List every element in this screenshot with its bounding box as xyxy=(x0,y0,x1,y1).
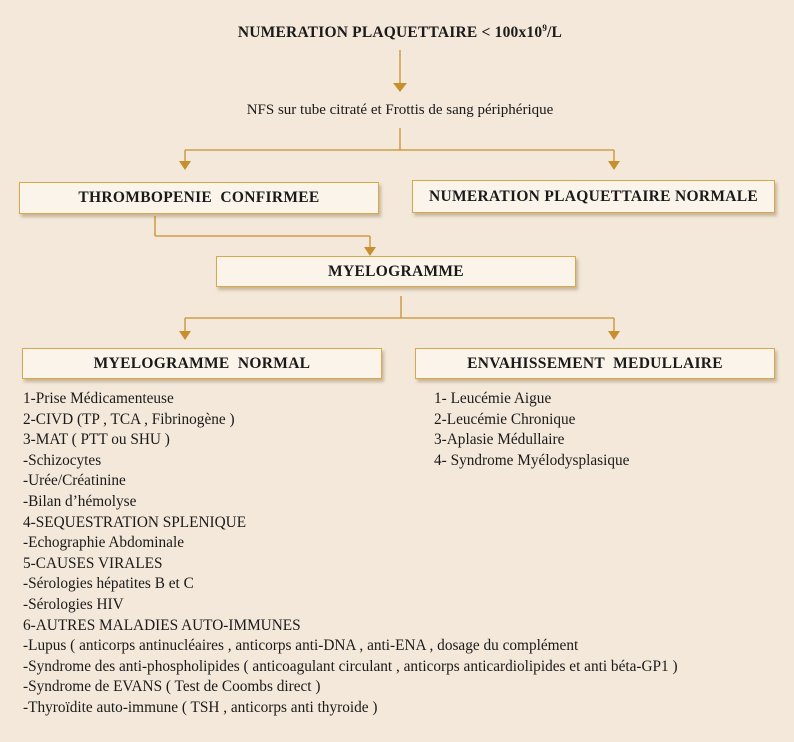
list-item: 4- Syndrome Myélodysplasique xyxy=(434,451,630,469)
list-item: -Sérologies HIV xyxy=(23,595,124,613)
list-item: 2-CIVD (TP , TCA , Fibrinogène ) xyxy=(23,410,235,428)
list-item: 4-SEQUESTRATION SPLENIQUE xyxy=(23,513,247,531)
arrowhead-left-2 xyxy=(179,331,191,340)
right-causes-list: 1- Leucémie Aigue 2-Leucémie Chronique 3… xyxy=(434,389,629,471)
list-item: -Syndrome de EVANS ( Test de Coombs dire… xyxy=(23,678,321,696)
diagram-title: NUMERATION PLAQUETTAIRE < 100x109/L xyxy=(0,23,794,42)
title-main: NUMERATION PLAQUETTAIRE < 100x10 xyxy=(237,24,543,42)
list-item: -Urée/Créatinine xyxy=(23,472,126,490)
list-item: -Echographie Abdominale xyxy=(23,534,184,552)
box-myelogramme: MYELOGRAMME xyxy=(216,256,576,287)
arrowhead-right-1 xyxy=(608,161,620,170)
list-item: 6-AUTRES MALADIES AUTO-IMMUNES xyxy=(23,616,301,634)
left-causes-list: 1-Prise Médicamenteuse 2-CIVD (TP , TCA … xyxy=(23,389,678,719)
arrowhead-right-2 xyxy=(608,331,620,340)
list-item: 5-CAUSES VIRALES xyxy=(23,554,163,572)
list-item: -Thyroïdite auto-immune ( TSH , anticorp… xyxy=(23,698,378,716)
arrowhead-title xyxy=(393,83,407,92)
list-item: -Schizocytes xyxy=(23,451,102,469)
title-unit: /L xyxy=(547,24,563,42)
title-exponent: 9 xyxy=(542,23,548,33)
list-item: 3-MAT ( PTT ou SHU ) xyxy=(23,431,170,449)
list-item: 3-Aplasie Médullaire xyxy=(434,431,565,449)
diagram-subtitle: NFS sur tube citraté et Frottis de sang … xyxy=(246,102,554,118)
list-item: 1- Leucémie Aigue xyxy=(434,390,552,407)
box-thrombopenie-confirmee: THROMBOPENIE CONFIRMEE xyxy=(19,182,379,214)
arrowhead-myelogramme xyxy=(364,247,376,256)
arrowhead-left-1 xyxy=(179,161,191,170)
list-item: -Sérologies hépatites B et C xyxy=(23,575,194,593)
list-item: -Bilan d’hémolyse xyxy=(23,492,137,510)
box-envahissement-medullaire: ENVAHISSEMENT MEDULLAIRE xyxy=(415,348,775,379)
list-item: 2-Leucémie Chronique xyxy=(434,410,576,428)
list-item: -Syndrome des anti-phospholipides ( anti… xyxy=(23,657,678,675)
list-item: -Lupus ( anticorps antinucléaires , anti… xyxy=(23,637,579,655)
box-myelogramme-normal: MYELOGRAMME NORMAL xyxy=(22,348,382,379)
box-numeration-normale: NUMERATION PLAQUETTAIRE NORMALE xyxy=(412,180,775,213)
list-item: 1-Prise Médicamenteuse xyxy=(23,390,174,407)
